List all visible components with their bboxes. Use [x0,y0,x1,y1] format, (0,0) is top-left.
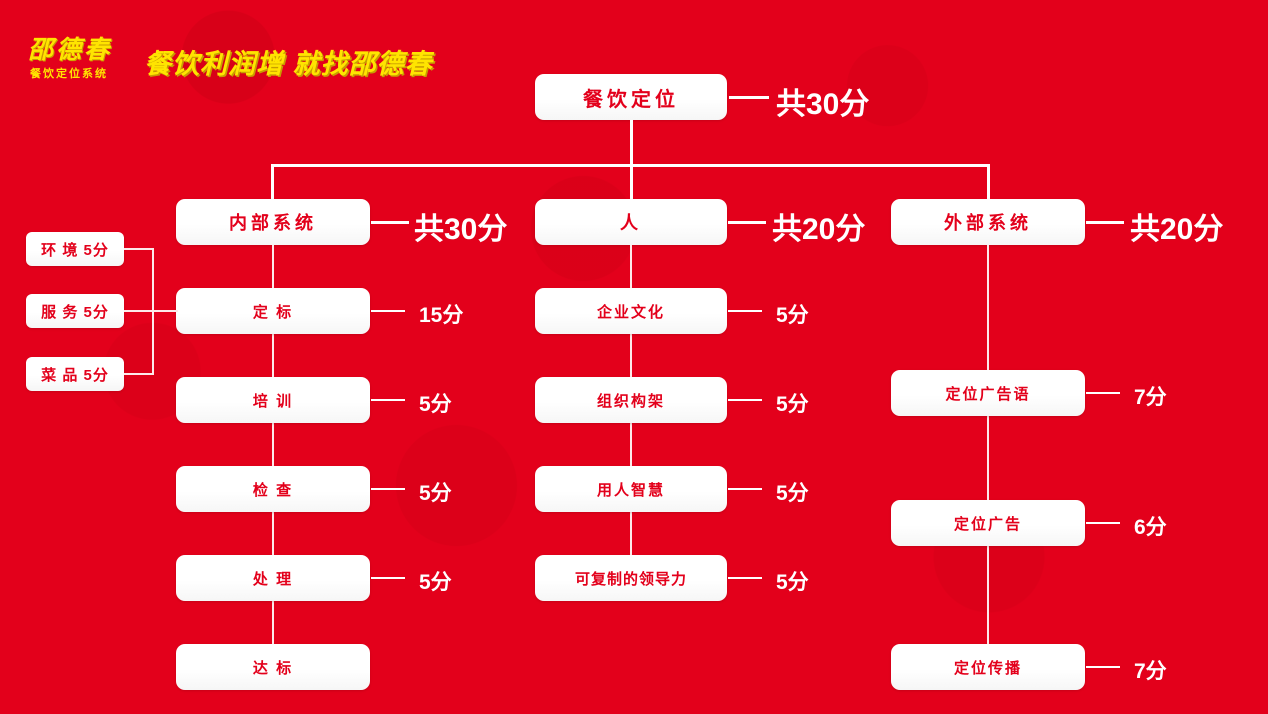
node-side-dish[interactable]: 菜 品 5分 [26,357,124,391]
connector-side-to-internal-1 [152,310,178,312]
score-internal-1: 15分 [419,304,464,327]
connector-people-3-score [728,488,762,490]
connector-external-1-score [1086,392,1120,394]
node-branch-internal[interactable]: 内部系统 [176,199,370,245]
score-branch-external: 共20分 [1130,213,1224,246]
connector-external-3-score [1086,666,1120,668]
node-branch-external[interactable]: 外部系统 [891,199,1085,245]
node-internal-3[interactable]: 检 查 [176,466,370,512]
score-internal-4: 5分 [419,571,452,594]
node-external-2[interactable]: 定位广告 [891,500,1085,546]
node-external-3[interactable]: 定位传播 [891,644,1085,690]
logo-name: 邵德春 [28,36,113,64]
connector-internal-1-score [371,310,405,312]
score-root: 共30分 [776,88,870,121]
score-external-1: 7分 [1134,386,1167,409]
connector-branch-internal-score [371,221,409,224]
score-people-1: 5分 [776,304,809,327]
connector-internal-3-score [371,488,405,490]
connector-side-environment [124,248,154,250]
connector-internal-spine [272,245,274,667]
connector-people-4-score [728,577,762,579]
connector-branch-external-score [1086,221,1124,224]
node-side-service[interactable]: 服 务 5分 [26,294,124,328]
connector-side-service [124,310,154,312]
connector-bus-left [271,164,274,200]
score-branch-internal: 共30分 [414,213,508,246]
connector-root-down [630,120,633,166]
node-internal-2[interactable]: 培 训 [176,377,370,423]
connector-internal-4-score [371,577,405,579]
node-external-1[interactable]: 定位广告语 [891,370,1085,416]
connector-bus-right [987,164,990,200]
score-internal-2: 5分 [419,393,452,416]
score-external-2: 6分 [1134,516,1167,539]
logo-tagline: 餐饮利润增 就找邵德春 [144,49,433,79]
connector-branch-people-score [728,221,766,224]
node-people-3[interactable]: 用人智慧 [535,466,727,512]
node-internal-5[interactable]: 达 标 [176,644,370,690]
score-internal-3: 5分 [419,482,452,505]
node-people-1[interactable]: 企业文化 [535,288,727,334]
connector-bus-center [630,164,633,200]
score-external-3: 7分 [1134,660,1167,683]
score-people-2: 5分 [776,393,809,416]
connector-external-spine [987,245,989,667]
connector-external-2-score [1086,522,1120,524]
node-branch-people[interactable]: 人 [535,199,727,245]
node-internal-1[interactable]: 定 标 [176,288,370,334]
connector-internal-2-score [371,399,405,401]
connector-people-1-score [728,310,762,312]
connector-people-2-score [728,399,762,401]
node-side-environment[interactable]: 环 境 5分 [26,232,124,266]
score-branch-people: 共20分 [772,213,866,246]
brand-logo: 邵德春 餐饮定位系统 餐饮利润增 就找邵德春 [26,30,432,92]
connector-root-score [729,96,769,99]
node-root[interactable]: 餐饮定位 [535,74,727,120]
connector-side-dish [124,373,154,375]
node-internal-4[interactable]: 处 理 [176,555,370,601]
node-people-4[interactable]: 可复制的领导力 [535,555,727,601]
node-people-2[interactable]: 组织构架 [535,377,727,423]
score-people-3: 5分 [776,482,809,505]
score-people-4: 5分 [776,571,809,594]
logo-subtitle: 餐饮定位系统 [30,68,108,80]
